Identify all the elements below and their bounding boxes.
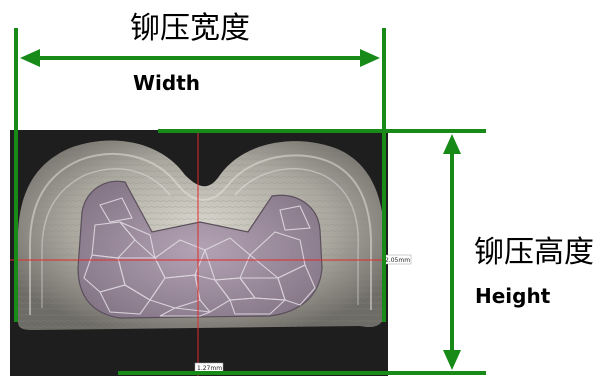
height-arrow-top-head	[443, 134, 461, 154]
width-label-en: Width	[133, 71, 200, 95]
width-arrow-right-head	[360, 49, 380, 67]
height-measurement-tag: 2.05mm	[385, 257, 410, 264]
height-arrow-bottom-head	[443, 350, 461, 370]
height-label-zh: 铆压高度	[474, 235, 594, 270]
width-label-zh: 铆压宽度	[130, 11, 250, 46]
width-measurement-tag: 1.27mm	[197, 365, 222, 372]
height-label-en: Height	[475, 284, 551, 308]
width-arrow-left-head	[20, 49, 40, 67]
